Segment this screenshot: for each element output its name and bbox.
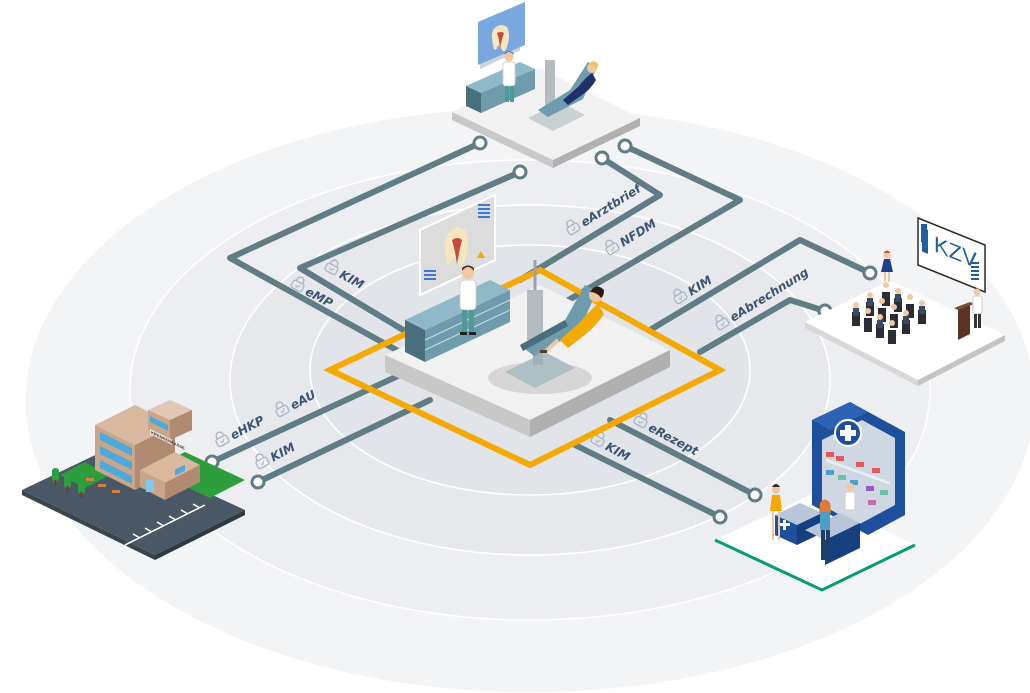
endpoint-top-4[interactable] [617, 138, 633, 154]
line-top-outer-left [227, 140, 483, 355]
line-br-erezept [607, 417, 758, 498]
line-br-kim [572, 442, 723, 520]
endpoint-top-1[interactable] [472, 135, 488, 151]
endpoint-br-1[interactable] [747, 487, 763, 503]
line-top-inner-left [297, 169, 523, 343]
endpoint-top-3[interactable] [594, 150, 610, 166]
kzv-sign [917, 216, 986, 294]
line-right-kim [647, 237, 873, 333]
pharmacy[interactable] [714, 402, 916, 592]
trees [52, 468, 85, 498]
dental-chair [505, 285, 597, 388]
center-dental-practice[interactable] [323, 32, 727, 469]
dentist-figure [459, 265, 477, 335]
endpoint-br-2[interactable] [712, 509, 728, 525]
endpoint-left-2[interactable] [250, 474, 266, 490]
line-right-eabrechnung [697, 297, 828, 355]
line-top-earztbrief [517, 155, 663, 283]
line-top-nfdm [557, 143, 743, 308]
top-dental-practice[interactable] [452, 2, 640, 168]
line-left-kim [255, 397, 433, 485]
patient-figure [540, 286, 604, 354]
krankenkasse-building[interactable]: KRANKENKASSE [22, 400, 245, 560]
endpoint-right-1[interactable] [862, 265, 878, 281]
endpoint-top-2[interactable] [512, 164, 528, 180]
audience [852, 282, 926, 344]
